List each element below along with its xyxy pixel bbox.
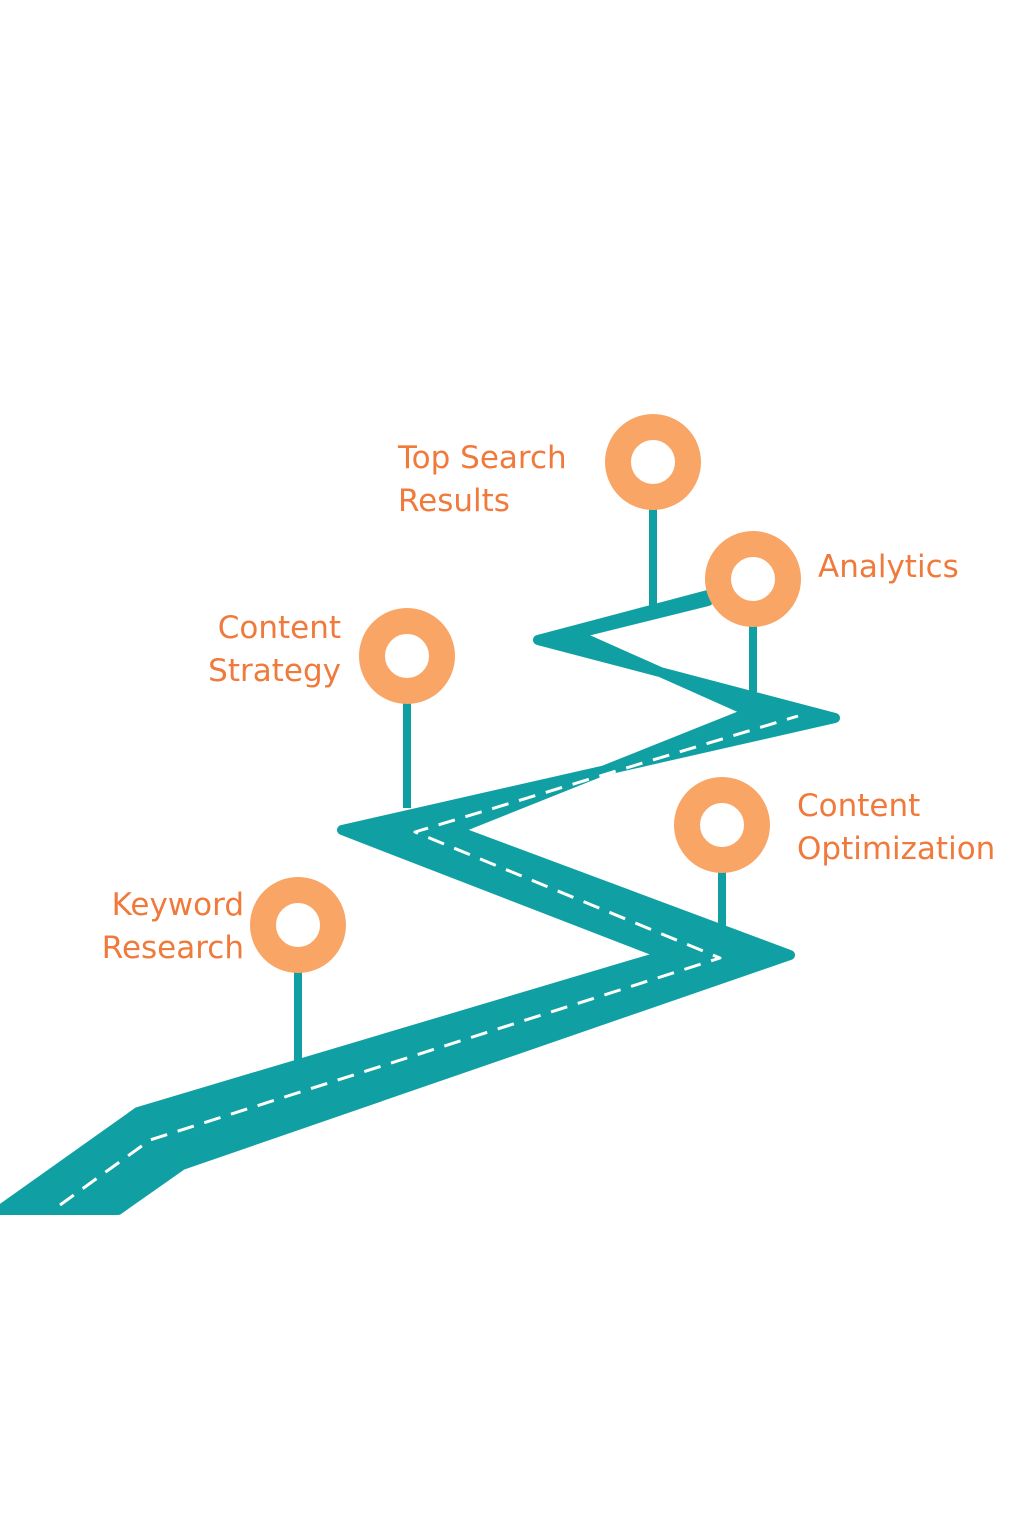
label-line: Top Search bbox=[398, 440, 567, 476]
label-line: Content bbox=[797, 788, 921, 824]
pin-keyword-research bbox=[250, 877, 346, 1065]
pin-marker-icon bbox=[674, 777, 770, 873]
label-line: Results bbox=[398, 483, 510, 519]
label-content-optimization: Content Optimization bbox=[797, 785, 995, 871]
pin-content-strategy bbox=[359, 608, 455, 808]
pin-top-search-results bbox=[605, 414, 701, 608]
road bbox=[0, 590, 840, 1215]
pin-marker-icon bbox=[359, 608, 455, 704]
label-line: Strategy bbox=[208, 653, 341, 689]
pin-analytics bbox=[705, 531, 801, 692]
pin-content-optimization bbox=[674, 777, 770, 935]
pin-marker-icon bbox=[605, 414, 701, 510]
label-line: Research bbox=[101, 930, 244, 966]
label-top-search-results: Top Search Results bbox=[398, 437, 567, 523]
road-center-dashes bbox=[59, 714, 799, 1207]
label-line: Optimization bbox=[797, 831, 996, 867]
label-content-strategy: Content Strategy bbox=[208, 607, 341, 693]
label-keyword-research: Keyword Research bbox=[102, 884, 244, 970]
pin-marker-icon bbox=[250, 877, 346, 973]
label-line: Keyword bbox=[111, 887, 244, 923]
label-line: Analytics bbox=[818, 549, 959, 585]
label-analytics: Analytics bbox=[818, 546, 959, 589]
pin-marker-icon bbox=[705, 531, 801, 627]
label-line: Content bbox=[217, 610, 341, 646]
